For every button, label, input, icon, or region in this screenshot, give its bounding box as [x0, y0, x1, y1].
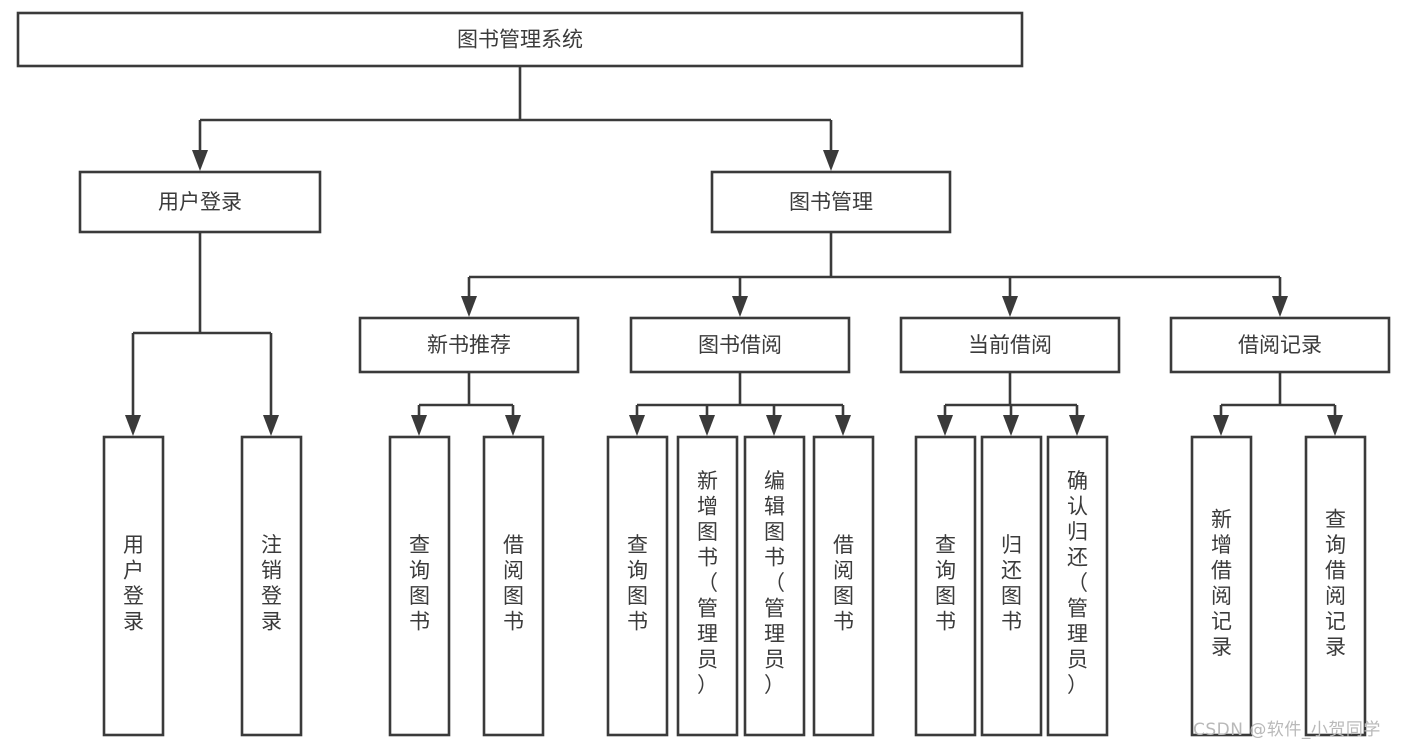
node-label: 查询图书	[409, 533, 430, 634]
connector-c-current-borrow	[937, 372, 1085, 436]
node-label: 新书推荐	[427, 333, 511, 357]
connector-c-borrow-record	[1213, 372, 1343, 436]
node-box[interactable]	[102, 435, 165, 737]
node-box[interactable]	[16, 11, 1024, 68]
node-label: 借阅记录	[1238, 333, 1322, 357]
node-box[interactable]	[1190, 435, 1253, 737]
node-label: 归还图书	[1001, 533, 1022, 634]
node-box[interactable]	[606, 435, 669, 737]
node-box[interactable]	[358, 316, 580, 374]
csdn-watermark: CSDN @软件_小贺同学	[1193, 720, 1381, 740]
node-label: 图书管理系统	[457, 28, 583, 52]
connector-c-new-book	[411, 372, 521, 436]
connector-layer	[125, 66, 1343, 436]
node-leaf-borrow-book-2[interactable]: 借阅图书	[812, 435, 875, 737]
node-leaf-return-book[interactable]: 归还图书	[980, 435, 1043, 737]
node-label: 当前借阅	[968, 333, 1052, 357]
connector-c-book-borrow	[629, 372, 851, 436]
node-leaf-query-book-2[interactable]: 查询图书	[606, 435, 669, 737]
node-label: 注销登录	[261, 533, 282, 634]
node-leaf-user-login[interactable]: 用户登录	[102, 435, 165, 737]
node-book-manage[interactable]: 图书管理	[710, 170, 952, 234]
node-label: 查询借阅记录	[1325, 507, 1346, 659]
node-box[interactable]	[388, 435, 451, 737]
node-box[interactable]	[629, 316, 851, 374]
node-label: 新增借阅记录	[1211, 507, 1232, 659]
connector-c-root	[192, 66, 839, 171]
node-borrow-record[interactable]: 借阅记录	[1169, 316, 1391, 374]
node-leaf-borrow-book-1[interactable]: 借阅图书	[482, 435, 545, 737]
node-box[interactable]	[240, 435, 303, 737]
connector-c-book-manage	[461, 232, 1288, 317]
node-book-borrow[interactable]: 图书借阅	[629, 316, 851, 374]
node-leaf-confirm-return-admin[interactable]: 确认归还（管理员）	[1046, 435, 1109, 737]
node-leaf-query-borrow-record[interactable]: 查询借阅记录	[1304, 435, 1367, 737]
node-label: 查询图书	[935, 533, 956, 634]
node-label: 图书借阅	[698, 333, 782, 357]
node-label: 借阅图书	[503, 533, 524, 634]
node-label: 新增图书（管理员）	[697, 469, 718, 697]
node-leaf-add-borrow-record[interactable]: 新增借阅记录	[1190, 435, 1253, 737]
node-leaf-logout[interactable]: 注销登录	[240, 435, 303, 737]
node-label: 查询图书	[627, 533, 648, 634]
node-box[interactable]	[78, 170, 322, 234]
node-label: 图书管理	[789, 190, 873, 214]
node-box[interactable]	[914, 435, 977, 737]
node-label: 借阅图书	[833, 533, 854, 634]
node-box[interactable]	[1304, 435, 1367, 737]
node-box[interactable]	[980, 435, 1043, 737]
node-leaf-query-book-3[interactable]: 查询图书	[914, 435, 977, 737]
node-label: 编辑图书（管理员）	[764, 469, 785, 697]
node-box[interactable]	[743, 435, 806, 737]
node-leaf-query-book-1[interactable]: 查询图书	[388, 435, 451, 737]
node-label: 用户登录	[123, 533, 144, 634]
node-box[interactable]	[1169, 316, 1391, 374]
node-root[interactable]: 图书管理系统	[16, 11, 1024, 68]
node-leaf-edit-book-admin[interactable]: 编辑图书（管理员）	[743, 435, 806, 737]
node-box[interactable]	[710, 170, 952, 234]
node-label: 用户登录	[158, 190, 242, 214]
node-box[interactable]	[899, 316, 1121, 374]
connector-c-user-login	[125, 232, 279, 436]
node-new-book-recommend[interactable]: 新书推荐	[358, 316, 580, 374]
node-current-borrow[interactable]: 当前借阅	[899, 316, 1121, 374]
node-box[interactable]	[482, 435, 545, 737]
node-label: 确认归还（管理员）	[1067, 469, 1088, 697]
node-box[interactable]	[812, 435, 875, 737]
node-box[interactable]	[676, 435, 739, 737]
node-box[interactable]	[1046, 435, 1109, 737]
node-leaf-add-book-admin[interactable]: 新增图书（管理员）	[676, 435, 739, 737]
node-user-login[interactable]: 用户登录	[78, 170, 322, 234]
